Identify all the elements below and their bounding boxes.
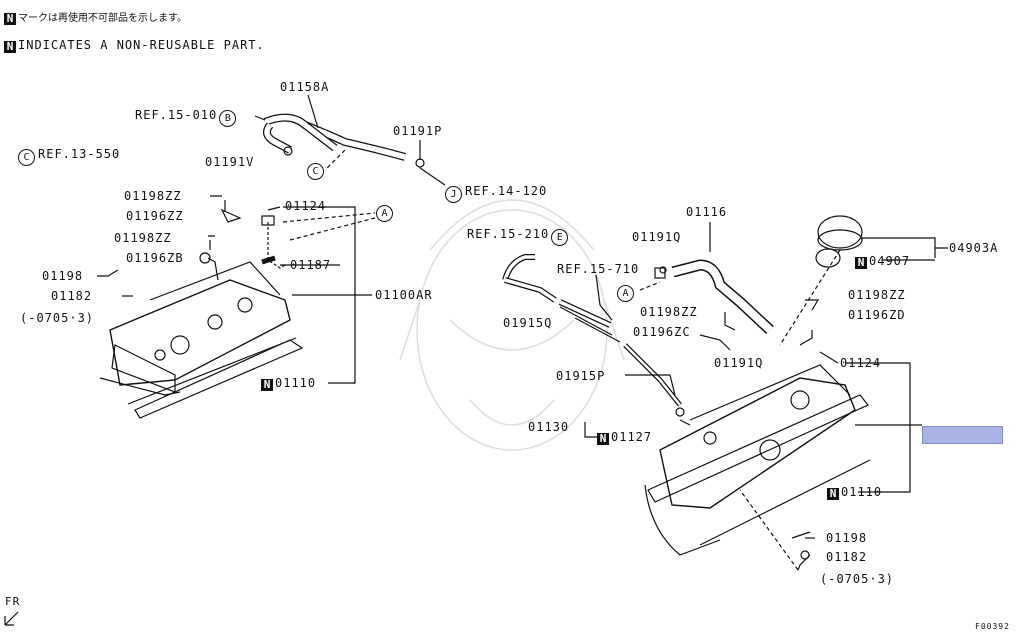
figure-code: F00392 (975, 622, 1010, 631)
non-reusable-mark-icon: N (4, 41, 16, 53)
part-label-01198ZZ-left-2[interactable]: 01198ZZ (114, 231, 172, 245)
part-label-01158A[interactable]: 01158A (280, 80, 330, 94)
non-reusable-mark-icon: N (4, 13, 16, 25)
ref-15-210-text: REF.15-210 (467, 227, 550, 241)
part-label-04903A[interactable]: 04903A (949, 241, 999, 255)
assembly-highlight-box[interactable] (922, 426, 1003, 444)
part-label-01191P[interactable]: 01191P (393, 124, 443, 138)
part-label-01127-text: 01127 (611, 430, 653, 444)
legend-english-text: INDICATES A NON-REUSABLE PART. (18, 38, 265, 52)
callout-a-icon: A (617, 285, 634, 302)
legend-japanese-text: マークは再使用不可部品を示します。 (18, 13, 187, 24)
part-label-01196ZZ[interactable]: 01196ZZ (126, 209, 184, 223)
part-label-01130[interactable]: 01130 (528, 420, 570, 434)
part-label-01124-left[interactable]: 01124 (285, 199, 327, 213)
callout-j-icon: J (445, 186, 462, 203)
part-label-01198-left[interactable]: 01198 (42, 269, 84, 283)
part-label-01116[interactable]: 01116 (686, 205, 728, 219)
ref-15-010-text: REF.15-010 (135, 108, 218, 122)
front-direction-label: FR (5, 595, 21, 608)
non-reusable-mark-icon: N (827, 488, 839, 500)
part-label-01182-right[interactable]: 01182 (826, 550, 868, 564)
part-label-01198-right[interactable]: 01198 (826, 531, 868, 545)
right-valve-cover-art (644, 364, 871, 556)
part-label-01100AR[interactable]: 01100AR (375, 288, 433, 302)
left-valve-cover-art (99, 261, 304, 419)
part-label-01191Q-top[interactable]: 01191Q (632, 230, 682, 244)
part-label-01196ZD[interactable]: 01196ZD (848, 308, 906, 322)
part-label-04907-text: 04907 (869, 254, 911, 268)
callout-c-icon: C (307, 163, 324, 180)
date-range-right: (-0705·3) (820, 572, 895, 586)
non-reusable-mark-icon: N (855, 257, 867, 269)
part-label-01182-left[interactable]: 01182 (51, 289, 93, 303)
ref-15-710[interactable]: REF.15-710 (557, 262, 640, 276)
callout-c-icon: C (18, 149, 35, 166)
watermark-emblem (399, 199, 625, 451)
part-label-01196ZC[interactable]: 01196ZC (633, 325, 691, 339)
date-range-left: (-0705·3) (20, 311, 95, 325)
callout-b-icon: B (219, 110, 237, 127)
callout-c: C (307, 161, 327, 180)
ref-13-550-text: REF.13-550 (38, 147, 121, 161)
non-reusable-mark-icon: N (261, 379, 273, 391)
part-label-01198ZZ-right-1[interactable]: 01198ZZ (640, 305, 698, 319)
callout-a-left: A (376, 203, 396, 222)
part-label-01187[interactable]: 01187 (290, 258, 332, 272)
part-label-01915Q[interactable]: 01915Q (503, 316, 553, 330)
non-reusable-mark-icon: N (597, 433, 609, 445)
ref-14-120-text: REF.14-120 (465, 184, 548, 198)
part-label-01191Q-bottom[interactable]: 01191Q (714, 356, 764, 370)
callout-a-icon: A (376, 205, 393, 222)
part-label-01110-left-text: 01110 (275, 376, 317, 390)
callout-e-icon: E (551, 229, 569, 246)
part-label-01110-right-text: 01110 (841, 485, 883, 499)
part-label-01124-right[interactable]: 01124 (840, 356, 882, 370)
callout-a-right: A (617, 283, 637, 302)
part-label-01915P[interactable]: 01915P (556, 369, 606, 383)
part-label-01191V[interactable]: 01191V (205, 155, 255, 169)
part-label-01198ZZ-left-1[interactable]: 01198ZZ (124, 189, 182, 203)
part-label-01196ZB[interactable]: 01196ZB (126, 251, 184, 265)
part-label-01198ZZ-right-2[interactable]: 01198ZZ (848, 288, 906, 302)
